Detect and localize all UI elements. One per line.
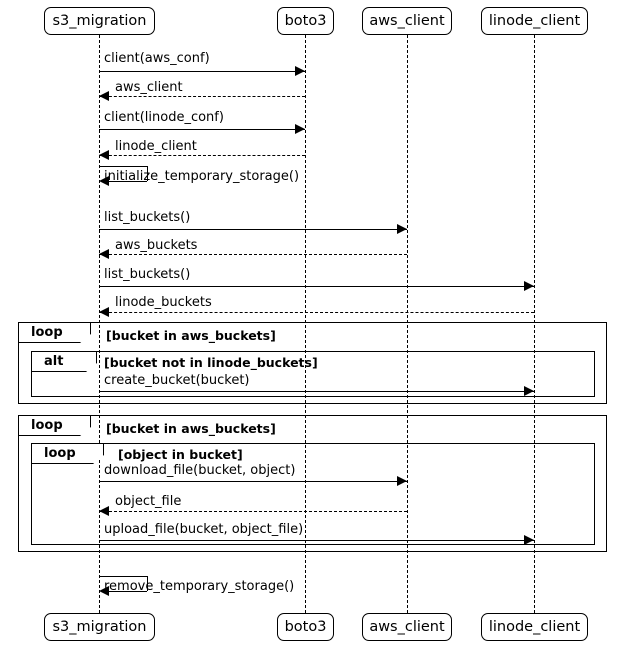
- fragment-operator-tab: loop: [19, 323, 91, 343]
- participant-label: boto3: [284, 12, 327, 29]
- message-arrowhead: [397, 224, 407, 234]
- fragment-guard: [bucket in aws_buckets]: [106, 421, 276, 436]
- message-label: linode_client: [115, 139, 197, 154]
- message-line: [99, 155, 305, 156]
- message-arrowhead: [99, 176, 109, 186]
- message-line: [99, 71, 305, 72]
- message-label: download_file(bucket, object): [104, 463, 296, 478]
- message-line: [99, 96, 305, 97]
- message-line: [99, 129, 305, 130]
- fragment-operator-tab: loop: [19, 416, 91, 436]
- lifeline-s3_migration: [99, 35, 100, 613]
- message-arrowhead: [99, 586, 109, 596]
- message-label: client(aws_conf): [104, 51, 210, 66]
- fragment-loop-3: loop: [31, 443, 595, 545]
- message-line: [99, 312, 534, 313]
- message-line: [99, 481, 407, 482]
- footer-participant-boto3[interactable]: boto3: [277, 613, 334, 641]
- participant-label: linode_client: [488, 618, 581, 635]
- self-message-top: [99, 576, 147, 577]
- message-arrowhead: [295, 66, 305, 76]
- message-arrowhead: [524, 535, 534, 545]
- fragment-loop-0: loop: [18, 322, 607, 404]
- message-label: initialize_temporary_storage(): [104, 169, 300, 184]
- message-line: [99, 540, 534, 541]
- message-label: object_file: [115, 494, 182, 509]
- lifeline-aws_client: [407, 35, 408, 613]
- footer-participant-linode_client[interactable]: linode_client: [481, 613, 588, 641]
- header-participant-aws_client[interactable]: aws_client: [362, 7, 452, 35]
- message-label: list_buckets(): [104, 267, 191, 282]
- self-message-bottom: [109, 181, 147, 182]
- message-arrowhead: [524, 386, 534, 396]
- message-line: [99, 511, 407, 512]
- fragment-alt-1: alt: [31, 351, 595, 397]
- footer-participant-s3_migration[interactable]: s3_migration: [44, 613, 155, 641]
- message-label: linode_buckets: [115, 295, 212, 310]
- message-label: aws_buckets: [115, 238, 198, 253]
- self-message-top: [99, 166, 147, 167]
- participant-label: boto3: [284, 618, 327, 635]
- fragment-guard: [bucket not in linode_buckets]: [104, 355, 318, 370]
- message-line: [99, 286, 534, 287]
- message-arrowhead: [99, 249, 109, 259]
- message-label: upload_file(bucket, object_file): [104, 522, 304, 537]
- self-message-side: [147, 166, 148, 181]
- fragment-guard: [object in bucket]: [118, 447, 243, 462]
- header-participant-boto3[interactable]: boto3: [277, 7, 334, 35]
- participant-label: s3_migration: [52, 618, 147, 635]
- fragment-operator-tab: loop: [32, 444, 104, 464]
- message-line: [99, 391, 534, 392]
- message-label: aws_client: [115, 80, 183, 95]
- self-message-bottom: [109, 591, 147, 592]
- fragment-operator-tab: alt: [32, 352, 97, 372]
- message-arrowhead: [99, 307, 109, 317]
- message-arrowhead: [99, 91, 109, 101]
- message-arrowhead: [99, 506, 109, 516]
- message-label: list_buckets(): [104, 210, 191, 225]
- message-arrowhead: [99, 150, 109, 160]
- participant-label: aws_client: [369, 12, 445, 29]
- lifeline-boto3: [305, 35, 306, 613]
- message-label: create_bucket(bucket): [104, 373, 250, 388]
- footer-participant-aws_client[interactable]: aws_client: [362, 613, 452, 641]
- message-label: remove_temporary_storage(): [104, 579, 295, 594]
- message-line: [99, 229, 407, 230]
- lifeline-linode_client: [534, 35, 535, 613]
- participant-label: linode_client: [488, 12, 581, 29]
- message-line: [99, 254, 407, 255]
- message-arrowhead: [524, 281, 534, 291]
- header-participant-s3_migration[interactable]: s3_migration: [44, 7, 155, 35]
- participant-label: s3_migration: [52, 12, 147, 29]
- message-arrowhead: [397, 476, 407, 486]
- message-label: client(linode_conf): [104, 110, 224, 125]
- header-participant-linode_client[interactable]: linode_client: [481, 7, 588, 35]
- fragment-guard: [bucket in aws_buckets]: [106, 328, 276, 343]
- fragment-loop-2: loop: [18, 415, 607, 552]
- self-message-side: [147, 576, 148, 591]
- message-arrowhead: [295, 124, 305, 134]
- participant-label: aws_client: [369, 618, 445, 635]
